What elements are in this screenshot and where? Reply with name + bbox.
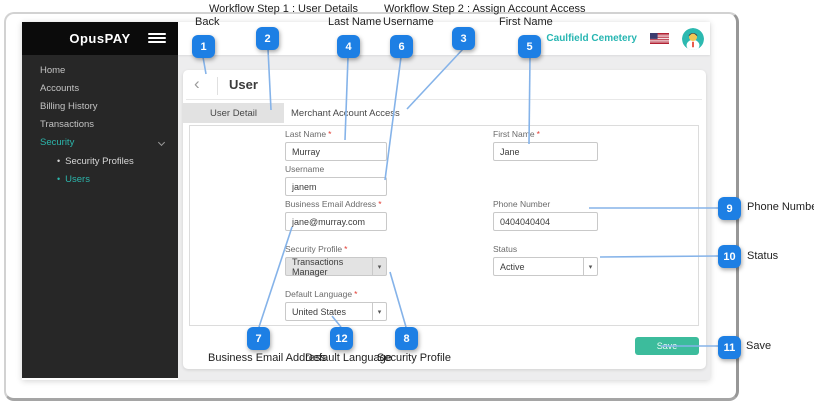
status-field: Status Active▾ [493,244,598,276]
callout-badge-8: 8 [395,327,418,350]
status-select[interactable]: Active▾ [493,257,598,276]
save-button[interactable]: Save [635,337,699,355]
required-asterisk: * [354,289,358,299]
field-label: Phone Number [493,199,551,209]
dropdown-arrow-icon[interactable]: ▾ [372,258,386,275]
field-label: Security Profile* [285,244,348,254]
dropdown-arrow-icon[interactable]: ▾ [372,303,386,320]
divider [186,99,702,100]
callout-badge-10: 10 [718,245,741,268]
bullet-icon: • [57,156,61,166]
sidebar-item-transactions[interactable]: Transactions [22,116,178,134]
sidebar-item-security-profiles[interactable]: • Security Profiles [22,152,178,170]
us-flag-icon [650,33,669,44]
sidebar-item-users[interactable]: • Users [22,170,178,188]
callout-label-phone-number: Phone Number [747,201,814,213]
field-label: Default Language* [285,289,358,299]
callout-label-workflow-step-2-assign-account-access: Workflow Step 2 : Assign Account Access [384,3,586,15]
phone-number-input[interactable]: 0404040404 [493,212,598,231]
username-field: Username janem [285,164,387,196]
default-language-field: Default Language* United States▾ [285,289,387,321]
sidebar-item-label: Accounts [40,83,80,94]
sidebar-item-label: Users [65,174,90,185]
field-label: Last Name* [285,129,332,139]
security-profile-select[interactable]: Transactions Manager▾ [285,257,387,277]
sidebar-item-label: Home [40,65,66,76]
tab-user-detail[interactable]: User Detail [183,103,284,123]
sidebar-item-accounts[interactable]: Accounts [22,80,178,98]
last-name-field: Last Name* Murray [285,129,387,161]
required-asterisk: * [344,244,348,254]
sidebar-item-label: Security [40,137,75,148]
callout-label-default-language: Default Language [305,352,392,364]
page-title: User [229,77,258,92]
dropdown-arrow-icon[interactable]: ▾ [583,258,597,275]
sidebar-item-label: Security Profiles [65,156,134,167]
business-email-field: Business Email Address* jane@murray.com [285,199,387,231]
callout-label-last-name: Last Name [328,16,382,28]
callout-badge-3: 3 [452,27,475,50]
form-panel: Last Name* Murray First Name* Jane Usern… [189,125,699,326]
callout-label-username: Username [383,16,434,28]
sidebar-item-home[interactable]: Home [22,62,178,80]
field-label: First Name* [493,129,540,139]
brand-logo: OpusPAY [69,31,131,46]
user-detail-card: ‹ User User Detail Merchant Account Acce… [183,70,706,369]
username-input[interactable]: janem [285,177,387,196]
callout-label-first-name: First Name [499,16,553,28]
field-label: Username [285,164,325,174]
first-name-field: First Name* Jane [493,129,598,161]
callout-badge-5: 5 [518,35,541,58]
callout-badge-4: 4 [337,35,360,58]
hamburger-menu-icon[interactable] [148,33,166,45]
callout-label-back: Back [195,16,220,28]
bullet-icon: • [57,174,61,184]
callout-badge-9: 9 [718,197,741,220]
callout-label-save: Save [746,340,772,352]
security-profile-field: Security Profile* Transactions Manager▾ [285,244,387,277]
callout-label-security-profile: Security Profile [377,352,451,364]
sidebar-item-label: Billing History [40,101,98,112]
sidebar-header: OpusPAY [22,22,178,55]
required-asterisk: * [536,129,540,139]
default-language-select[interactable]: United States▾ [285,302,387,321]
callout-badge-11: 11 [718,336,741,359]
divider [217,77,218,95]
callout-label-business-email-address: Business Email Address [208,352,326,364]
field-label: Business Email Address* [285,199,382,209]
back-button-icon[interactable]: ‹ [194,74,200,93]
tab-merchant-account-access[interactable]: Merchant Account Access [291,107,400,119]
callout-badge-2: 2 [256,27,279,50]
business-email-input[interactable]: jane@murray.com [285,212,387,231]
chevron-down-icon [157,138,166,147]
required-asterisk: * [328,129,332,139]
callout-label-status: Status [747,250,779,262]
field-label: Status [493,244,518,254]
required-asterisk: * [378,199,382,209]
phone-number-field: Phone Number 0404040404 [493,199,598,231]
first-name-input[interactable]: Jane [493,142,598,161]
callout-badge-7: 7 [247,327,270,350]
user-avatar[interactable] [682,27,704,50]
sidebar-item-security[interactable]: Security [22,134,178,152]
callout-badge-12: 12 [330,327,353,350]
sidebar-item-label: Transactions [40,119,95,130]
callout-label-workflow-step-1-user-details: Workflow Step 1 : User Details [209,3,358,15]
merchant-name: Caulfield Cemetery [546,33,637,44]
last-name-input[interactable]: Murray [285,142,387,161]
callout-badge-1: 1 [192,35,215,58]
callout-badge-6: 6 [390,35,413,58]
sidebar-item-billing-history[interactable]: Billing History [22,98,178,116]
